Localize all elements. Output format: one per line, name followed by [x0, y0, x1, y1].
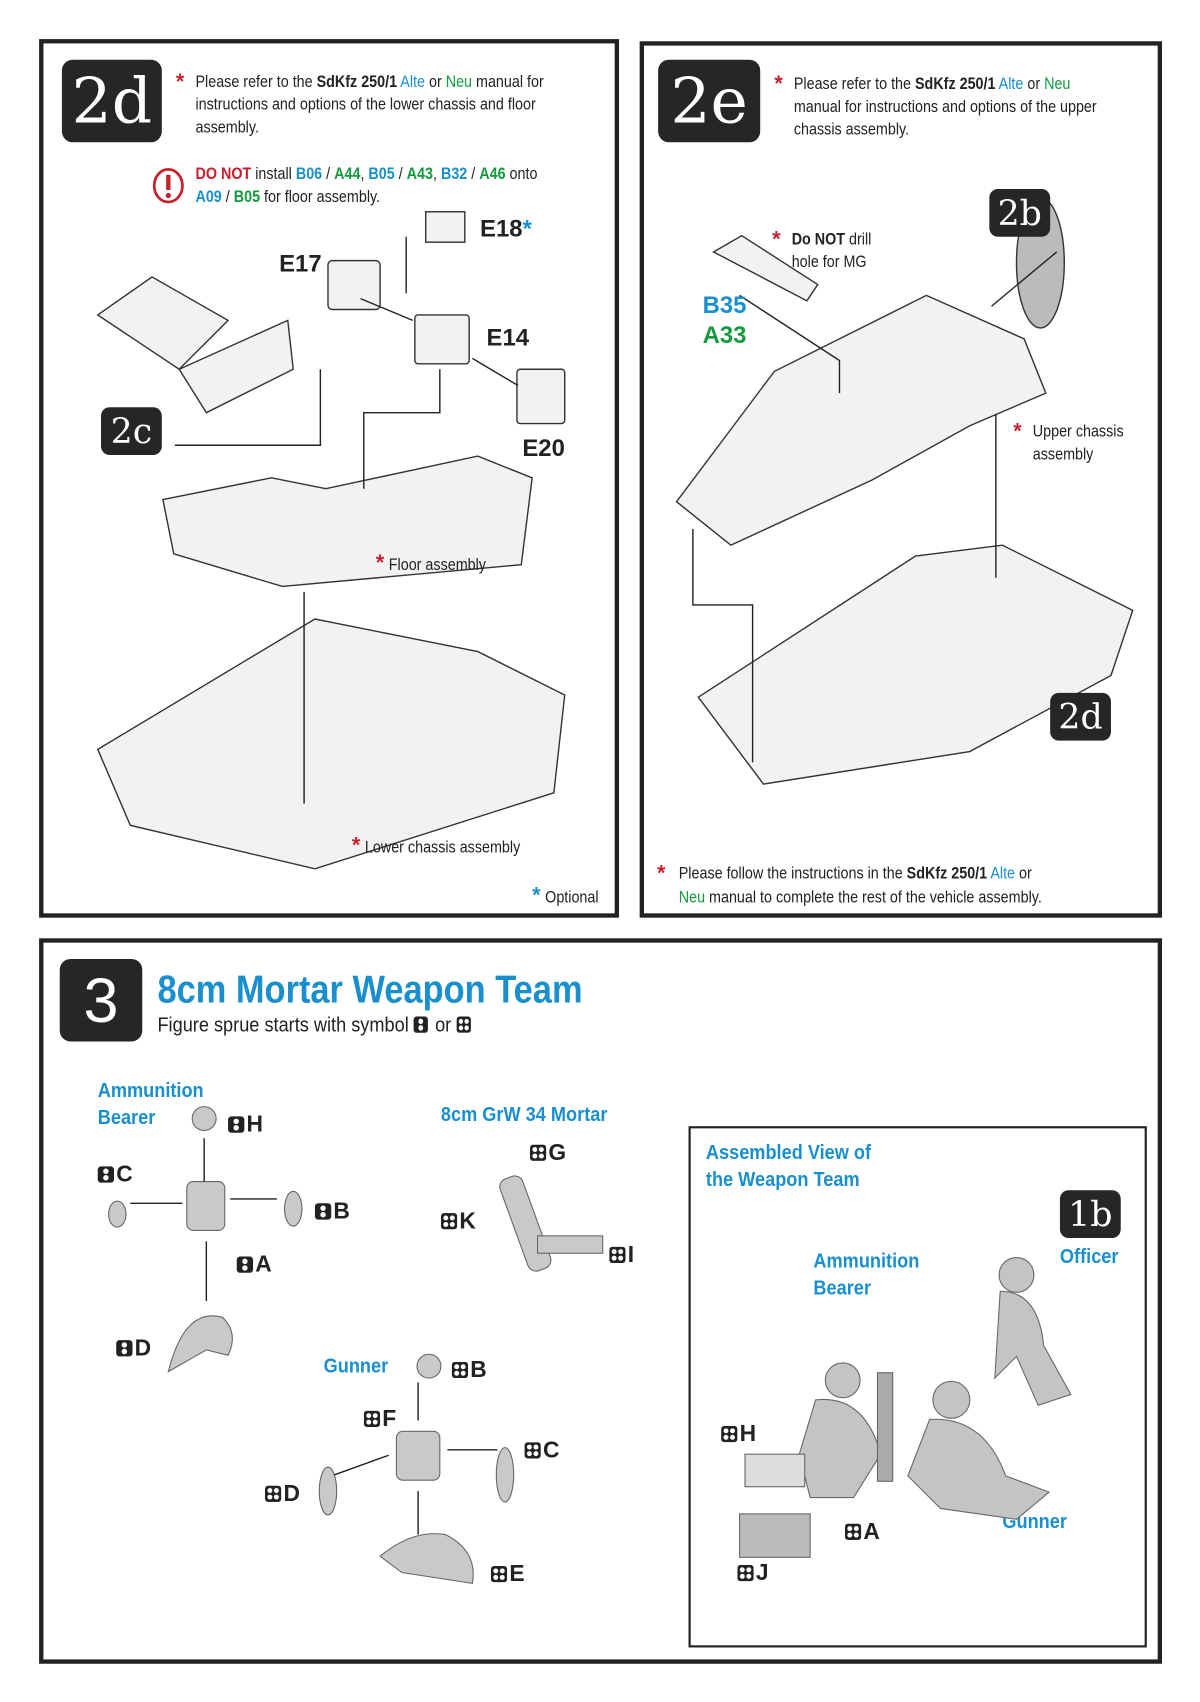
or-text: or: [1023, 74, 1045, 94]
asterisk-icon: *: [774, 72, 783, 97]
section-subtitle: Figure sprue starts with symbol or: [157, 1013, 472, 1039]
part-label-i: I: [609, 1242, 634, 1268]
part-label-e20: E20: [522, 434, 565, 462]
step-2e-panel: 2e * Please refer to the SdKfz 250/1 Alt…: [639, 41, 1163, 918]
part-label-b35: B35: [702, 291, 747, 319]
neu-text: Neu: [445, 72, 473, 92]
part-label-a: A: [844, 1519, 880, 1545]
part-label-b: B: [451, 1358, 487, 1384]
part-ref: A44: [334, 165, 361, 184]
alte-text: Alte: [400, 72, 425, 92]
gunner-label: Gunner: [323, 1355, 389, 1379]
warning-text: install: [251, 165, 296, 184]
step-2d-panel: 2d * Please refer to the SdKfz 250/1 Alt…: [39, 39, 620, 918]
part-label-a33: A33: [702, 321, 747, 349]
mortar-label: 8cm GrW 34 Mortar: [440, 1103, 608, 1127]
drill-text: hole for MG: [791, 253, 867, 272]
part-label-c: C: [97, 1162, 133, 1188]
ref-badge-1b: 1b: [1059, 1190, 1121, 1239]
note-text: manual for: [472, 72, 544, 92]
note-text: chassis assembly.: [793, 120, 910, 140]
note-text: manual for instructions and options of t…: [793, 97, 1097, 117]
note-text: Please refer to the: [195, 72, 317, 92]
note-text: Please refer to the: [793, 74, 915, 94]
step-badge-2d: 2d: [61, 59, 162, 143]
part-ref: B06: [295, 165, 323, 184]
lower-chassis-label: * Lower chassis assembly: [351, 834, 521, 858]
part-label-b: B: [314, 1199, 350, 1225]
alte-text: Alte: [998, 74, 1024, 94]
part-label-e17: E17: [279, 249, 322, 277]
part-label-d: D: [264, 1481, 300, 1507]
upper-chassis-illustration: [675, 196, 1134, 785]
step-3-panel: 3 8cm Mortar Weapon Team Figure sprue st…: [39, 938, 1163, 1664]
ref-badge-2c: 2c: [100, 407, 162, 456]
part-ref: A43: [406, 165, 433, 184]
model-name: SdKfz 250/1: [316, 72, 398, 92]
do-not-text: DO NOT: [195, 165, 252, 184]
part-label-e18: E18*: [480, 215, 532, 243]
warning-icon: [152, 168, 184, 204]
note-text: assembly.: [195, 118, 259, 137]
sep: /: [322, 165, 335, 184]
or-text: or: [424, 72, 446, 92]
figure-parts-illustration: [108, 1106, 604, 1585]
part-ref: A09: [195, 187, 222, 207]
four-dot-symbol-icon: [456, 1016, 471, 1033]
note-text: instructions and options of the lower ch…: [195, 95, 536, 115]
part-label-a: A: [236, 1252, 272, 1278]
part-ref: A46: [479, 165, 506, 184]
asterisk-icon: *: [175, 70, 185, 95]
neu-text: Neu: [1044, 74, 1071, 94]
sep: /: [467, 165, 480, 184]
part-ref: B32: [440, 165, 468, 184]
floor-assembly-label: * Floor assembly: [375, 551, 487, 576]
part-label-e: E: [490, 1562, 525, 1588]
sep: ,: [432, 165, 441, 184]
part-label-h: H: [721, 1422, 756, 1448]
two-dot-symbol-icon: [413, 1016, 429, 1033]
part-label-j: J: [737, 1561, 769, 1587]
step-badge-3: 3: [59, 958, 143, 1042]
warning-text: for floor assembly.: [260, 187, 381, 207]
sep: ,: [360, 165, 369, 184]
warning-text: onto: [505, 165, 538, 184]
part-label-e14: E14: [486, 323, 530, 351]
assembled-team-illustration: [739, 1257, 1072, 1558]
section-title: 8cm Mortar Weapon Team: [157, 966, 583, 1012]
officer-label: Officer: [1059, 1245, 1119, 1269]
part-label-d: D: [116, 1336, 151, 1362]
do-not-text: Do NOT: [791, 230, 846, 249]
model-name: SdKfz 250/1: [914, 74, 996, 94]
part-label-g: G: [529, 1140, 566, 1166]
part-label-f: F: [363, 1406, 396, 1432]
part-label-h: H: [228, 1112, 263, 1138]
drill-text: drill: [845, 230, 872, 249]
optional-legend: * Optional: [532, 884, 599, 908]
part-ref: B05: [233, 187, 261, 207]
sep: /: [221, 187, 234, 207]
lower-chassis-illustration: [96, 211, 566, 870]
part-label-c: C: [524, 1438, 559, 1464]
step-badge-2e: 2e: [658, 59, 761, 143]
sep: /: [394, 165, 407, 184]
part-ref: B05: [368, 165, 395, 184]
part-label-k: K: [440, 1209, 476, 1235]
ref-badge-2b: 2b: [989, 188, 1051, 237]
ref-badge-2d: 2d: [1050, 692, 1111, 741]
